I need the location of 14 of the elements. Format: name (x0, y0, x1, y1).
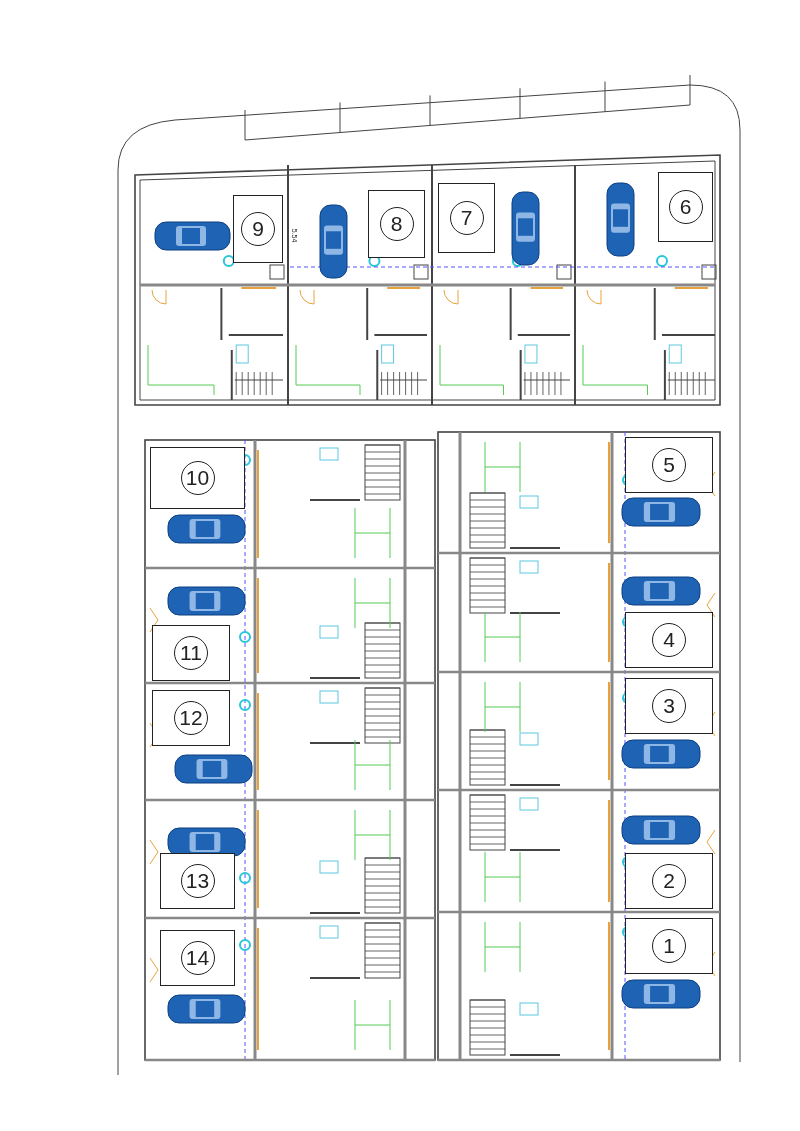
parking-space (160, 930, 235, 986)
parking-space (152, 690, 230, 746)
parking-space (152, 625, 230, 681)
parking-space (625, 612, 713, 668)
parking-space (625, 678, 713, 734)
parking-space (233, 195, 283, 263)
parking-space (625, 918, 713, 974)
parking-space (438, 183, 495, 253)
parking-space (160, 853, 235, 909)
parking-space (368, 190, 425, 258)
parking-space (625, 853, 713, 909)
parking-space (658, 172, 713, 242)
parking-space (625, 437, 713, 493)
parking-space (150, 447, 245, 509)
